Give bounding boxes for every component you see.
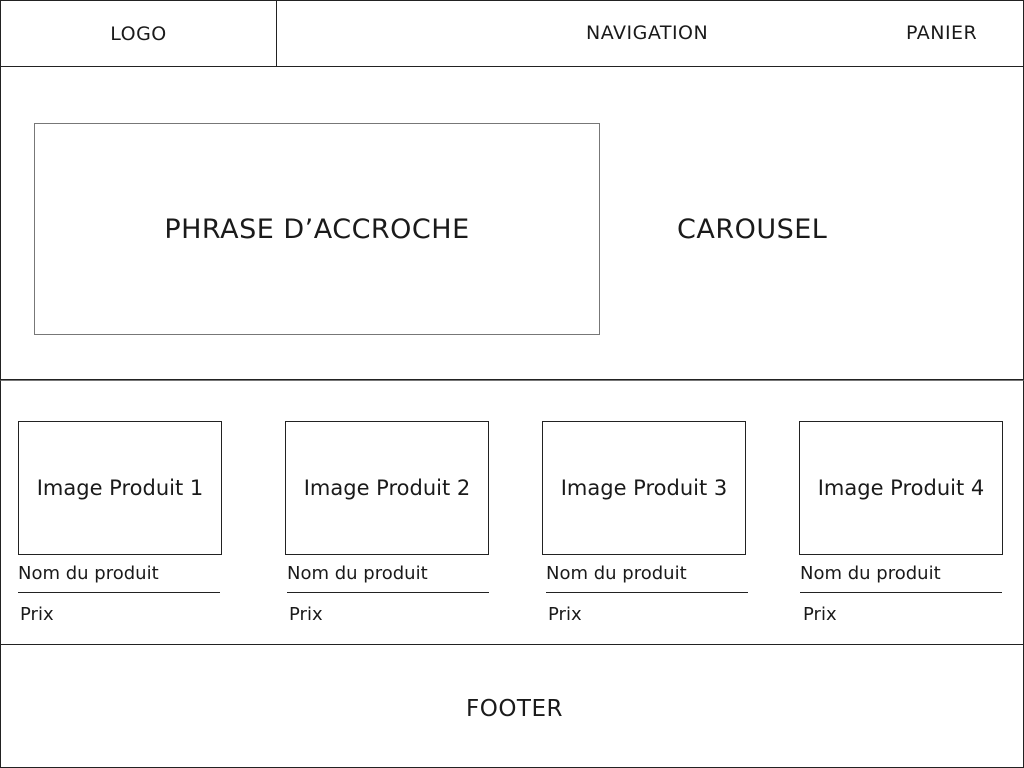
product-divider-2	[287, 592, 489, 593]
tagline-text: PHRASE D’ACCROCHE	[164, 213, 470, 245]
product-divider-4	[800, 592, 1002, 593]
product-image-label: Image Produit 4	[817, 476, 985, 500]
cart-link[interactable]: PANIER	[906, 22, 978, 44]
product-image-4[interactable]: Image Produit 4	[799, 421, 1003, 555]
carousel[interactable]: CAROUSEL	[677, 214, 828, 245]
tagline-box: PHRASE D’ACCROCHE	[34, 123, 600, 335]
product-image-label: Image Produit 3	[560, 476, 728, 500]
product-image-label: Image Produit 2	[303, 476, 471, 500]
product-name-4[interactable]: Nom du produit	[800, 563, 941, 584]
product-image-1[interactable]: Image Produit 1	[18, 421, 222, 555]
logo-label: LOGO	[110, 22, 167, 45]
navigation-menu[interactable]: NAVIGATION	[586, 22, 709, 44]
product-image-label: Image Produit 1	[36, 476, 204, 500]
product-name-2[interactable]: Nom du produit	[287, 563, 428, 584]
product-price-4: Prix	[803, 604, 837, 625]
product-image-2[interactable]: Image Produit 2	[285, 421, 489, 555]
product-price-1: Prix	[20, 604, 54, 625]
logo[interactable]: LOGO	[0, 0, 277, 67]
product-name-1[interactable]: Nom du produit	[18, 563, 159, 584]
product-price-2: Prix	[289, 604, 323, 625]
product-image-3[interactable]: Image Produit 3	[542, 421, 746, 555]
product-price-3: Prix	[548, 604, 582, 625]
product-divider-3	[546, 592, 748, 593]
product-name-3[interactable]: Nom du produit	[546, 563, 687, 584]
product-divider-1	[18, 592, 220, 593]
footer-label: FOOTER	[466, 696, 563, 722]
